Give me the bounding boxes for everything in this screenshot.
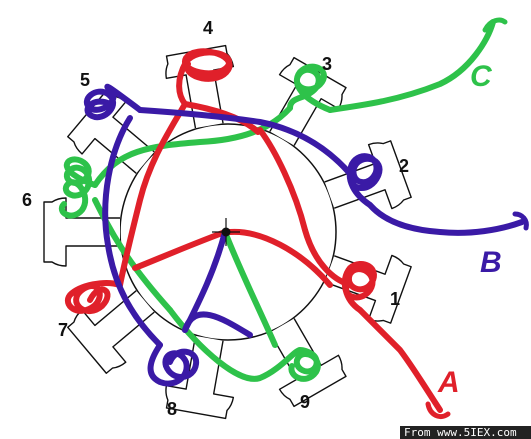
stator-tooth-9 <box>269 318 347 408</box>
stator-tooth-2 <box>324 140 412 210</box>
slot-label-4: 4 <box>203 18 213 38</box>
slot-label-3: 3 <box>322 54 332 74</box>
phase-a-terminal-hook <box>425 401 451 420</box>
phase-c-label: C <box>470 60 493 93</box>
phase-b-lead <box>367 202 525 236</box>
stator-tooth-5 <box>67 90 155 174</box>
slot-label-7: 7 <box>58 320 68 340</box>
phase-c-terminal-hook <box>482 17 508 33</box>
slot-label-6: 6 <box>22 190 32 210</box>
slot-label-1: 1 <box>390 289 400 309</box>
phase-c-winding <box>59 19 496 382</box>
phase-b-label: B <box>480 246 502 279</box>
phase-a-winding <box>65 48 443 413</box>
watermark-strip <box>400 426 531 439</box>
phase-b-winding <box>83 83 525 387</box>
phase-a-label: A <box>437 366 460 399</box>
phase-a-lead <box>357 307 443 413</box>
phase-c-lead <box>327 19 496 113</box>
slot-label-9: 9 <box>300 392 310 412</box>
slot-label-5: 5 <box>80 70 90 90</box>
phase-b-terminal-hook <box>512 211 529 231</box>
star-point <box>212 218 240 246</box>
slot-label-8: 8 <box>167 399 177 419</box>
slot-label-2: 2 <box>399 156 409 176</box>
watermark-text: From www.5IEX.com <box>404 426 517 439</box>
